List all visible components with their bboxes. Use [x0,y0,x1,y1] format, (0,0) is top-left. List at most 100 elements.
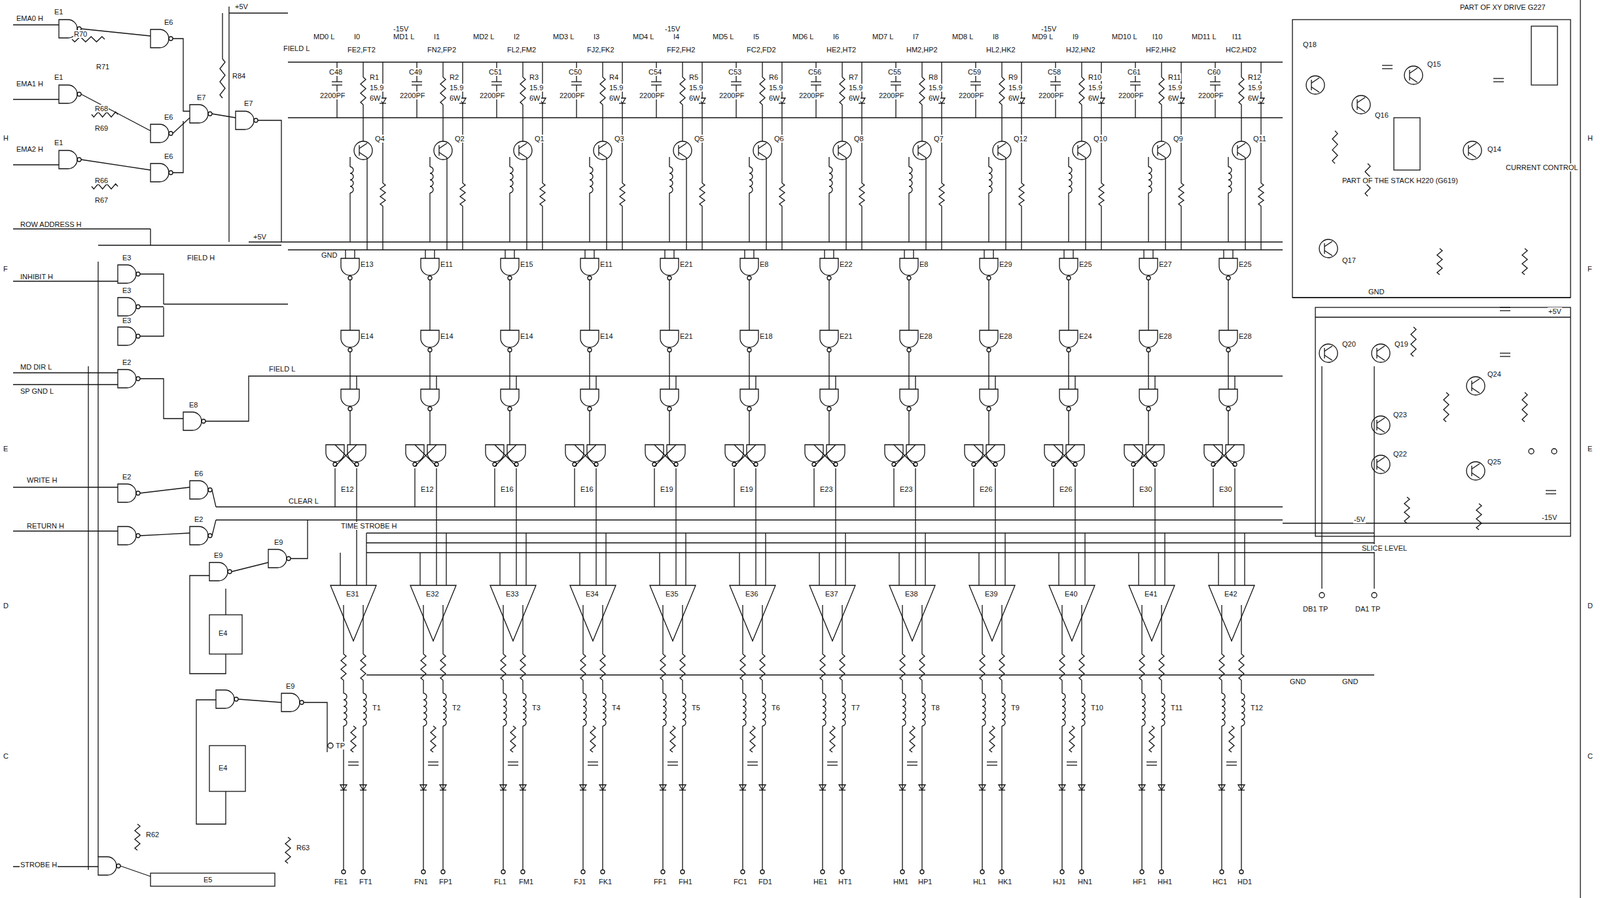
inverter-bubble [427,407,432,411]
wire [1409,77,1418,83]
schematic-label: Q2 [454,134,466,143]
wire [605,533,606,586]
diode-symbol [519,785,527,791]
nand-gate [580,330,599,348]
wire [442,680,444,694]
schematic-label: E42 [1223,590,1239,599]
wire [140,533,190,536]
wire [287,117,1283,118]
schematic-label: FC2,FD2 [746,45,777,54]
wire [739,789,747,791]
wire [1237,152,1246,158]
nand-gate [189,104,209,124]
inverter-bubble [1066,276,1071,281]
schematic-label: E25 [1078,260,1093,269]
transformer-coil [1062,693,1066,727]
wire [602,680,603,694]
wire [1074,468,1076,586]
wire [978,552,979,586]
schematic-label: E25 [1238,260,1253,269]
schematic-label: 2200PF [1037,91,1065,100]
schematic-label: 2200PF [479,91,506,100]
wire [331,81,343,82]
wire [422,726,424,871]
schematic-label: 15.9 [688,83,704,92]
wire [906,764,918,766]
wire [681,726,683,871]
schematic-label: E16 [499,485,515,494]
nand-gate [209,562,228,582]
schematic-label: Q15 [1426,60,1442,69]
schematic-label: GND [1367,287,1385,296]
nand-gate [1225,444,1245,463]
wire [435,376,437,390]
wire [1160,104,1162,142]
transistor-symbol [513,141,533,160]
schematic-label: E6 [193,469,204,478]
resistor-symbol [909,726,915,753]
transformer-coil [829,166,833,194]
nand-gate [986,444,1005,463]
wire [835,376,836,390]
wire [654,444,676,467]
schematic-label: R70 [73,30,88,38]
schematic-label: HL1 [972,878,987,887]
inverter-bubble [747,276,752,281]
schematic-label: FP1 [438,878,453,887]
wire [366,532,1375,534]
schematic-label: E8 [918,260,929,269]
wire [761,680,763,694]
wire [1221,680,1222,694]
inverter-bubble [507,348,512,353]
wire [522,62,523,78]
schematic-label: I8 [992,32,1000,41]
terminal-pin [900,870,905,875]
wire [1260,206,1262,250]
inverter-bubble [747,348,752,353]
wire [1471,465,1472,477]
wire [429,280,430,331]
diode-symbol [679,785,686,791]
schematic-label: Q10 [1092,134,1108,143]
inverter-bubble [253,118,258,123]
schematic-label: GND [1341,677,1359,686]
nand-gate [500,330,519,348]
schematic-label: E35 [664,590,680,599]
sense-amplifier [490,585,536,642]
wire [507,761,519,763]
schematic-label: Q20 [1341,340,1357,349]
wire [1158,789,1165,791]
wire [921,104,923,142]
wire [13,530,118,532]
wire [1311,77,1320,84]
wire [841,726,843,871]
wire [411,81,423,82]
wire [97,261,99,858]
wire [1499,306,1511,308]
schematic-label: E21 [679,260,694,269]
wire [975,85,976,118]
wire [354,249,355,259]
schematic-label: HE2,HT2 [825,45,857,54]
schematic-label: E15 [519,260,534,269]
wire [901,726,903,871]
wire [438,145,440,156]
resistor-symbol [749,726,756,753]
inverter-bubble [1066,348,1071,353]
schematic-label: Q5 [693,134,705,143]
wire [668,193,670,243]
wire [1067,157,1069,167]
wire [901,605,903,655]
schematic-label: Q24 [1486,370,1502,379]
schematic-label: E23 [899,485,914,494]
inverter-bubble [136,376,141,381]
schematic-label: STROBE H [19,861,58,870]
wire [1141,726,1142,871]
transformer-coil [908,166,913,194]
nand-gate [347,444,366,463]
schematic-label: 6W [369,94,382,103]
schematic-label: E26 [978,485,994,494]
transistor-symbol [1319,239,1338,258]
wire [429,157,430,167]
wire [1244,533,1245,586]
